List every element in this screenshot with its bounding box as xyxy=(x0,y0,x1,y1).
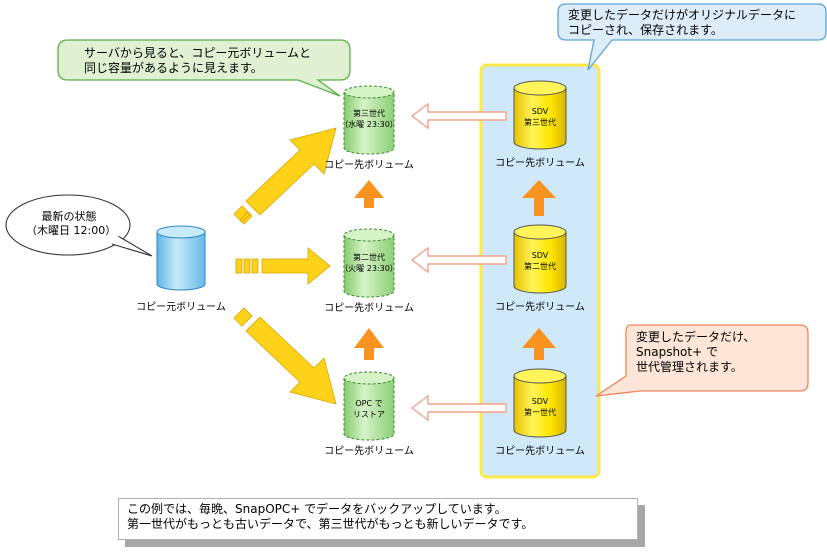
callout-server-view-text: サーバから見ると、コピー元ボリュームと 同じ容量があるように見えます。 xyxy=(84,46,312,75)
virtual-volume-second-label: コピー先ボリューム xyxy=(324,303,414,314)
callout-changed-text: 変更したデータだけがオリジナルデータに コピーされ、保存されます。 xyxy=(568,8,797,37)
virtual-volume-third-text: 第三世代 （水曜 23:30） xyxy=(340,109,398,129)
footer-note: この例では、毎晩、SnapOPC+ でデータをバックアップしています。 第一世代… xyxy=(118,498,638,540)
sdv-third-text: SDV 第三世代 xyxy=(524,107,556,127)
callout-latest-state-text: 最新の状態 （木曜日 12:00） xyxy=(26,210,117,237)
arrow-left-bottom xyxy=(410,394,507,422)
arrow-up-mid-1 xyxy=(354,180,384,208)
callout-changed-to-original xyxy=(557,3,827,71)
callout-latest-state xyxy=(5,194,131,256)
sdv-first-text: SDV 第一世代 xyxy=(524,397,556,417)
sdv-second-text: SDV 第二世代 xyxy=(524,251,556,271)
restore-volume-cylinder xyxy=(343,371,395,441)
arrow-up-mid-2 xyxy=(354,328,384,360)
footer-note-line-1: この例では、毎晩、SnapOPC+ でデータをバックアップしています。 xyxy=(127,502,507,516)
arrow-to-second-gen xyxy=(261,247,331,285)
sdv-second-label: コピー先ボリューム xyxy=(495,302,585,313)
footer-note-line-2: 第一世代がもっとも古いデータで、第三世代がもっとも新しいデータです。 xyxy=(127,517,534,531)
source-volume-cylinder xyxy=(156,225,206,291)
callout-server-view xyxy=(57,39,351,97)
sdv-third-cylinder xyxy=(513,80,567,150)
arrow-to-restore xyxy=(245,316,337,405)
virtual-volume-third-label: コピー先ボリューム xyxy=(324,160,414,171)
arrow-left-mid xyxy=(410,246,507,274)
virtual-volume-second-cylinder xyxy=(343,228,395,298)
arrow-to-third-gen xyxy=(245,127,337,216)
callout-snapshot-managed xyxy=(595,324,809,397)
sdv-second-cylinder xyxy=(513,224,567,294)
restore-volume-text: OPC で リストア xyxy=(353,399,385,419)
virtual-volume-third-cylinder xyxy=(343,85,395,155)
sdv-first-label: コピー先ボリューム xyxy=(495,446,585,457)
arrow-up-sdv-1 xyxy=(522,180,556,216)
arrow-left-top xyxy=(410,102,507,130)
source-volume-label: コピー元ボリューム xyxy=(136,302,226,313)
virtual-volume-second-text: 第二世代 （火曜 23:30） xyxy=(340,253,398,273)
arrow-up-sdv-2 xyxy=(522,328,556,360)
sdv-third-label: コピー先ボリューム xyxy=(495,158,585,169)
callout-snapshot-text: 変更したデータだけ、 Snapshot+ で 世代管理されます。 xyxy=(636,330,756,374)
sdv-first-cylinder xyxy=(513,368,567,438)
restore-volume-label: コピー先ボリューム xyxy=(324,446,414,457)
